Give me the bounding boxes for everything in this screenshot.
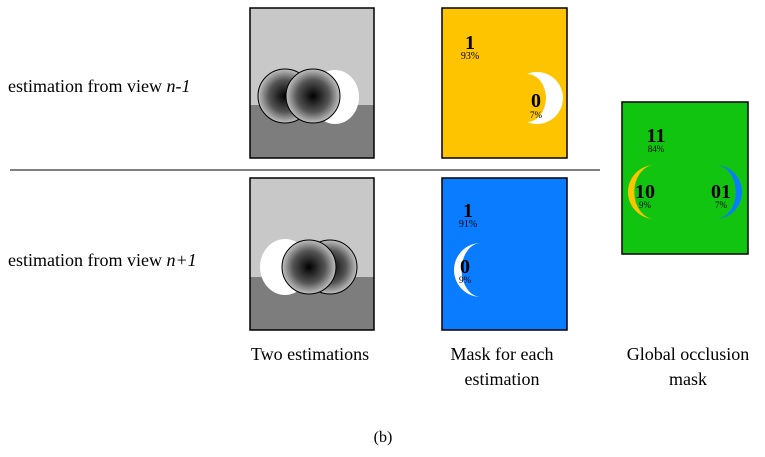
row-label-top: estimation from view n-1: [8, 76, 190, 96]
mask-bottom-small-pct: 9%: [459, 275, 472, 285]
global-pct-11: 84%: [648, 144, 665, 154]
mask-panel-bottom: 1 91% 0 9%: [441, 177, 568, 331]
mask-top-small-label: 0: [531, 90, 541, 112]
row-label-bottom: estimation from view n+1: [8, 250, 197, 270]
mask-top-main-label: 1: [465, 32, 475, 54]
global-mask-panel: 11 84% 10 9% 01 7%: [621, 101, 749, 255]
caption-mask-line1: Mask for each: [451, 344, 554, 364]
crescent-bottom: [454, 243, 481, 297]
estimation-panel-bottom: [249, 177, 375, 331]
mask-bottom-main-pct: 91%: [459, 219, 477, 230]
caption-global-line2: mask: [669, 369, 707, 389]
mask-top-small-pct: 7%: [530, 110, 543, 120]
caption-global-line1: Global occlusion: [627, 344, 749, 364]
crescent-top: [527, 72, 563, 124]
crescent-10: [628, 165, 655, 219]
global-pct-10: 9%: [639, 200, 652, 210]
global-label-01: 01: [711, 181, 731, 203]
mask-panel-top: 1 93% 0 7%: [441, 7, 568, 159]
estimation-panel-top: [249, 7, 375, 159]
global-label-10: 10: [635, 181, 655, 203]
global-pct-01: 7%: [715, 200, 728, 210]
caption-mask-line2: estimation: [465, 369, 540, 389]
mask-top-main-pct: 93%: [461, 51, 479, 62]
mask-bottom-small-label: 0: [460, 256, 470, 278]
mask-bottom-main-label: 1: [463, 200, 473, 222]
crescent-01: [715, 165, 742, 219]
caption-two-estimations: Two estimations: [251, 344, 369, 364]
subfigure-label: (b): [374, 429, 393, 446]
global-label-11: 11: [647, 125, 666, 147]
